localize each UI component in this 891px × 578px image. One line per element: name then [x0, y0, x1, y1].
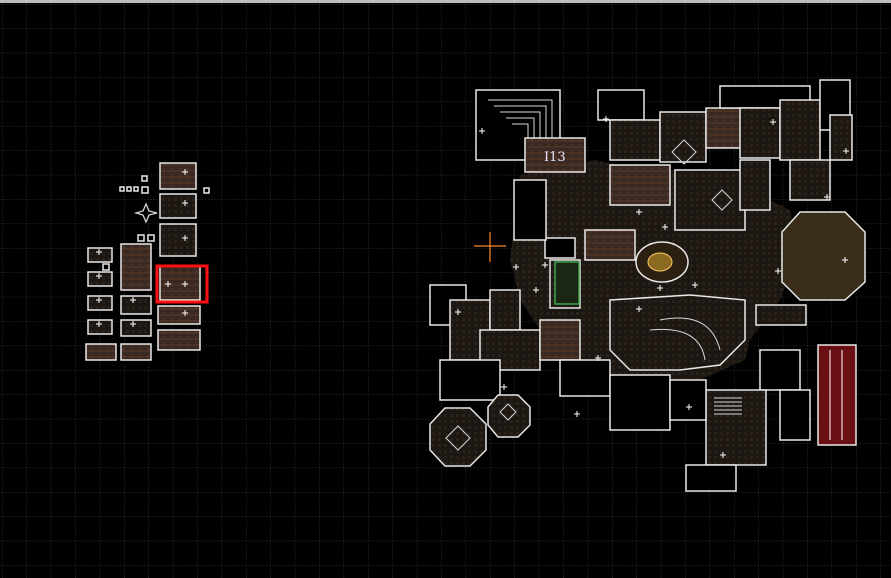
prefab-room[interactable] — [87, 319, 113, 335]
prefab-room[interactable] — [87, 271, 113, 287]
selection-box[interactable] — [155, 264, 209, 304]
prefab-room[interactable] — [159, 193, 197, 219]
level-geometry[interactable] — [429, 79, 866, 492]
room-block[interactable] — [759, 349, 801, 391]
room-tag-label: I13 — [544, 150, 566, 165]
room-block[interactable] — [755, 304, 807, 326]
prop-marker[interactable] — [141, 175, 148, 182]
prefab-room[interactable] — [159, 223, 197, 257]
room-block[interactable] — [559, 359, 611, 397]
prop-marker[interactable] — [203, 187, 210, 194]
room-block[interactable] — [779, 99, 821, 161]
room-block[interactable] — [513, 179, 547, 241]
room-block[interactable] — [659, 111, 707, 163]
hub-arc — [649, 317, 721, 361]
prop-marker[interactable] — [147, 234, 155, 242]
room-block[interactable] — [544, 237, 576, 259]
stairs-lines — [714, 397, 742, 415]
prefab-room[interactable] — [159, 265, 201, 301]
red-room-lines — [829, 350, 843, 440]
room-block[interactable] — [584, 229, 636, 261]
arena-inner — [647, 252, 673, 272]
room-block[interactable] — [539, 319, 581, 361]
stairs-room[interactable] — [705, 389, 767, 466]
room-block[interactable] — [674, 169, 746, 231]
stepped-room-lines — [488, 99, 553, 150]
octagon-room-small[interactable] — [429, 407, 487, 467]
prefab-room[interactable] — [87, 295, 113, 311]
prefab-room[interactable] — [159, 162, 197, 190]
room-block[interactable] — [489, 289, 521, 331]
prefab-room[interactable] — [120, 343, 152, 361]
room-block[interactable] — [524, 137, 586, 173]
room-block[interactable] — [789, 159, 831, 201]
prop-marker[interactable] — [141, 186, 149, 194]
room-block[interactable] — [669, 379, 707, 421]
room-block[interactable] — [609, 119, 661, 161]
diamond-features — [445, 139, 733, 451]
octagon-room-small[interactable] — [487, 394, 531, 438]
prefab-room[interactable] — [120, 319, 152, 337]
prop-marker[interactable] — [137, 234, 145, 242]
prefab-room[interactable] — [157, 305, 201, 325]
prop-marker[interactable] — [119, 186, 125, 192]
hub-room[interactable] — [609, 294, 746, 371]
room-block[interactable] — [829, 114, 853, 161]
prefab-room[interactable] — [120, 295, 152, 315]
red-room[interactable] — [817, 344, 857, 446]
prop-marker[interactable] — [102, 263, 110, 271]
room-block[interactable] — [609, 374, 671, 431]
green-room[interactable] — [554, 261, 580, 305]
room-block[interactable] — [597, 89, 645, 121]
prop-marker[interactable] — [126, 186, 132, 192]
prop-marker[interactable] — [133, 186, 139, 192]
room-block[interactable] — [739, 107, 781, 159]
viewport-top-border — [0, 0, 891, 3]
prefab-room[interactable] — [120, 243, 152, 291]
room-block[interactable] — [779, 389, 811, 441]
room-block[interactable] — [439, 359, 501, 401]
prefab-room[interactable] — [85, 343, 117, 361]
room-block[interactable] — [739, 159, 771, 211]
spawn-star-icon[interactable] — [133, 202, 158, 224]
prefab-room[interactable] — [157, 329, 201, 351]
octagon-room[interactable] — [781, 211, 866, 301]
cursor-crosshair-icon — [474, 232, 506, 262]
room-block[interactable] — [609, 164, 671, 206]
prefab-room[interactable] — [87, 247, 113, 263]
thing-markers-main — [455, 116, 849, 458]
thing-markers-left — [96, 169, 188, 327]
room-block[interactable] — [685, 464, 737, 492]
prefab-cluster[interactable] — [85, 162, 210, 361]
